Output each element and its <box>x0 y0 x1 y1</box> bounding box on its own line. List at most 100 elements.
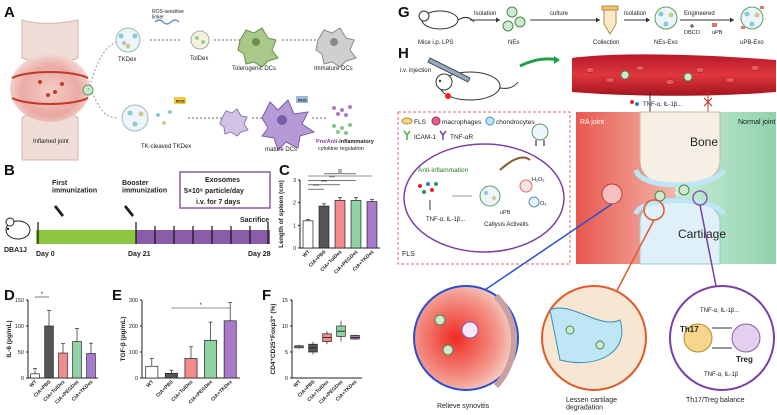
exosome-binding-icon <box>531 123 549 146</box>
panel-label-d: D <box>4 287 15 304</box>
bar <box>318 205 330 249</box>
legend-chondrocytes: chondrocytes <box>496 119 535 126</box>
syringe-2-icon <box>124 205 134 217</box>
nes-cells-icon <box>502 6 526 32</box>
y-tick-label: 300 <box>129 298 138 304</box>
bar <box>58 352 68 379</box>
y-tick-label: 50 <box>18 350 24 356</box>
y-tick-label: 0 <box>21 376 24 382</box>
cartilage-circle <box>541 285 647 391</box>
pro-anti-label: Pro/Anti-inflammatory <box>316 139 375 145</box>
bar <box>145 365 159 379</box>
y-tick-label: 100 <box>129 350 138 356</box>
isolation-2-label: Isolation <box>624 11 646 17</box>
tkdex-label: TKDex <box>118 57 136 63</box>
panel-label-e: E <box>112 287 122 304</box>
th17-bottom-cytokines: TNF-α, IL-1β <box>704 372 739 378</box>
mature-dc-icon <box>261 99 316 151</box>
tk-cleaved-tkdex-cluster <box>121 104 172 132</box>
fls-label: FLS <box>402 251 415 258</box>
exosome-dosing-box <box>179 171 271 209</box>
toldex-label: TolDex <box>190 56 208 62</box>
catalysis-label: Catlysis Activeits <box>484 222 529 228</box>
cytokine-regulation-label: cytokine regulation <box>318 146 364 152</box>
joint-cross-section <box>576 111 776 265</box>
bar <box>86 353 96 379</box>
arrow-to-cartilage <box>611 219 655 301</box>
y-tick-label: 2 <box>293 201 296 207</box>
mice-label: Mice i.p. LPS <box>418 40 453 46</box>
mature-dcs-label: mature DCs <box>265 147 297 153</box>
dbco-label: DBCO <box>684 30 701 36</box>
x-tick-label: WT <box>29 379 39 389</box>
y-tick-label: 200 <box>129 324 138 330</box>
bar <box>72 341 82 379</box>
h2o2-bubble <box>519 179 533 193</box>
fls-cell-outline <box>403 143 565 253</box>
y-tick-label: 150 <box>15 298 24 304</box>
y-axis-label: TGF-β (pg/mL) <box>120 317 127 362</box>
upb-g-label: uPB <box>712 30 723 36</box>
significance-label: ** <box>338 169 342 175</box>
panel-label-g: G <box>398 4 410 21</box>
bar <box>223 320 237 379</box>
synovitis-circle <box>413 285 519 391</box>
collection-label: Collection <box>593 40 619 46</box>
upb-h-label: uPB <box>500 210 511 216</box>
fls-dashed-box <box>397 111 571 265</box>
isolation-1-label: Isolation <box>474 11 496 17</box>
collection-tube-icon <box>601 5 619 35</box>
upb-exo-label: uPB-Exo <box>740 40 764 46</box>
panel-label-f: F <box>262 287 271 304</box>
ra-joint-label: RA joint <box>580 119 604 126</box>
anti-inflammation-label: Anti-inflammation <box>418 167 469 174</box>
normal-joint-label: Normal joint <box>738 119 775 126</box>
panel-label-c: C <box>279 162 290 179</box>
legend-icam: ICAM-1 <box>414 134 436 141</box>
y-tick-label: 3 <box>293 178 296 184</box>
mouse-label: DBA1J <box>4 247 27 254</box>
legend-tnfar: TNF-αR <box>450 134 474 141</box>
y-axis-label: Length of spleen (cm) <box>278 180 285 248</box>
th17-top-cytokines: TNF-α, IL-1β... <box>700 308 740 314</box>
th17-label: Th17 <box>680 325 699 334</box>
mouse-g-icon <box>418 10 475 30</box>
inflamed-joint-label: Inflamed joint <box>33 139 69 145</box>
legend-macrophages: macrophages <box>442 119 482 126</box>
upb-icon <box>712 23 717 27</box>
significance-label: * <box>41 292 44 298</box>
toldex-particle <box>190 30 210 50</box>
h2o2-label: H₂O₂ <box>532 177 545 183</box>
upb-exo-icon <box>740 6 764 30</box>
bar <box>44 325 54 379</box>
dbco-icon <box>690 24 694 28</box>
mouse-icon <box>5 217 31 240</box>
nes-exo-icon <box>654 6 678 30</box>
cytokine-dots <box>332 105 352 135</box>
cartilage-label: Cartilage <box>678 227 726 241</box>
y-axis-label: IL-6 (pg/mL) <box>6 320 13 357</box>
linker-squiggle <box>154 19 180 25</box>
y-tick-label: 0 <box>135 376 138 382</box>
exosome-line-2: 5×10⁹ particle/day <box>184 188 244 195</box>
y-axis-label: CD4⁺CD25⁺Foxp3⁺ (%) <box>270 304 277 375</box>
y-tick-label: 0 <box>285 376 288 382</box>
y-tick-label: 1 <box>293 223 296 229</box>
panel-g: G Mice i.p. LPS Isolation NEs culture Co… <box>398 4 764 46</box>
bar <box>302 220 314 249</box>
nes-label: NEs <box>508 40 519 46</box>
sacrifice-label: Sacrifice <box>240 217 269 224</box>
significance-label: *** <box>321 180 327 186</box>
arrow-to-synovitis <box>469 203 613 301</box>
treg-label: Treg <box>736 355 753 364</box>
panel-b: B DBA1J First immunization Booster immun… <box>4 162 271 258</box>
upb-exo-inside <box>479 185 501 207</box>
connector-a-top <box>87 41 117 91</box>
